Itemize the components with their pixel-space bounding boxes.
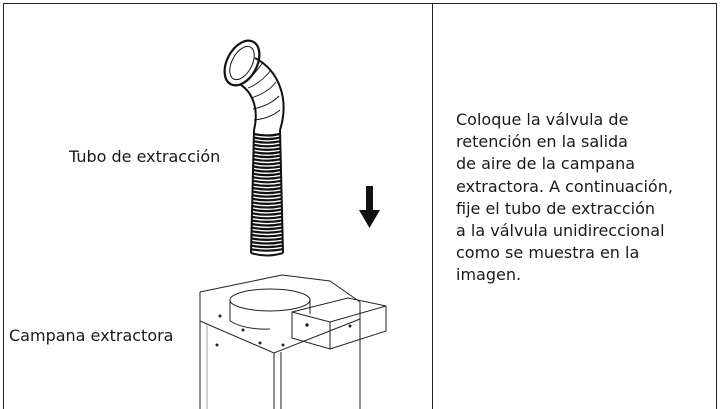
hose-rib	[252, 172, 282, 177]
hose-rib	[252, 168, 282, 173]
instruction-text: Coloque la válvula de retención en la sa…	[456, 109, 706, 287]
hose-rib	[251, 230, 283, 234]
hose-rib	[253, 154, 281, 159]
instruction-line: extractora. A continuación,	[456, 176, 673, 196]
table-border-top	[3, 3, 717, 4]
hose-rib	[251, 233, 283, 238]
hose-rib	[252, 197, 282, 202]
hose-rib	[253, 158, 281, 162]
hose-label: Tubo de extracción	[69, 147, 221, 166]
hose-rib	[252, 183, 282, 187]
hose-rib	[253, 143, 281, 148]
table-border-left	[3, 3, 4, 409]
hose-rib	[252, 179, 282, 184]
down-arrow-icon	[359, 186, 380, 228]
extractor-hood-icon	[199, 274, 387, 409]
instruction-line: retención en la salida	[456, 132, 628, 152]
hose-corrugation-icon	[250, 132, 284, 252]
hose-rib	[251, 240, 283, 245]
hose-rib	[251, 226, 283, 231]
instruction-line: a la válvula unidireccional	[456, 221, 665, 241]
hose-rib	[252, 190, 282, 195]
hose-rib	[251, 208, 283, 213]
hose-rib	[251, 215, 283, 220]
illustration	[199, 39, 387, 409]
instruction-line: de aire de la campana	[456, 154, 636, 174]
hose-rib	[252, 176, 282, 180]
instruction-line: fije el tubo de extracción	[456, 198, 656, 218]
instruction-line: como se muestra en la	[456, 243, 640, 263]
hose-rib	[253, 150, 281, 155]
hose-rib	[253, 132, 281, 137]
hose-rib	[251, 212, 283, 216]
exhaust-hose-icon	[223, 39, 285, 257]
table-border-right	[716, 3, 717, 409]
hose-rib	[252, 165, 282, 169]
hose-rib	[253, 136, 281, 141]
hose-rib	[252, 161, 282, 166]
hose-rib	[250, 248, 284, 252]
hose-rib	[252, 186, 282, 191]
table-column-divider	[432, 3, 433, 409]
hose-rib	[252, 201, 282, 205]
hose-rib	[250, 244, 284, 249]
hose-rib	[251, 222, 283, 227]
hood-label: Campana extractora	[9, 326, 174, 345]
hose-rib	[251, 219, 283, 223]
instruction-line: Coloque la válvula de	[456, 110, 629, 129]
hose-rib	[251, 204, 283, 209]
hose-rib	[252, 194, 282, 198]
instruction-line: imagen.	[456, 265, 522, 285]
hose-rib	[253, 140, 281, 144]
hose-rib	[253, 147, 281, 151]
hose-rib	[251, 237, 283, 241]
